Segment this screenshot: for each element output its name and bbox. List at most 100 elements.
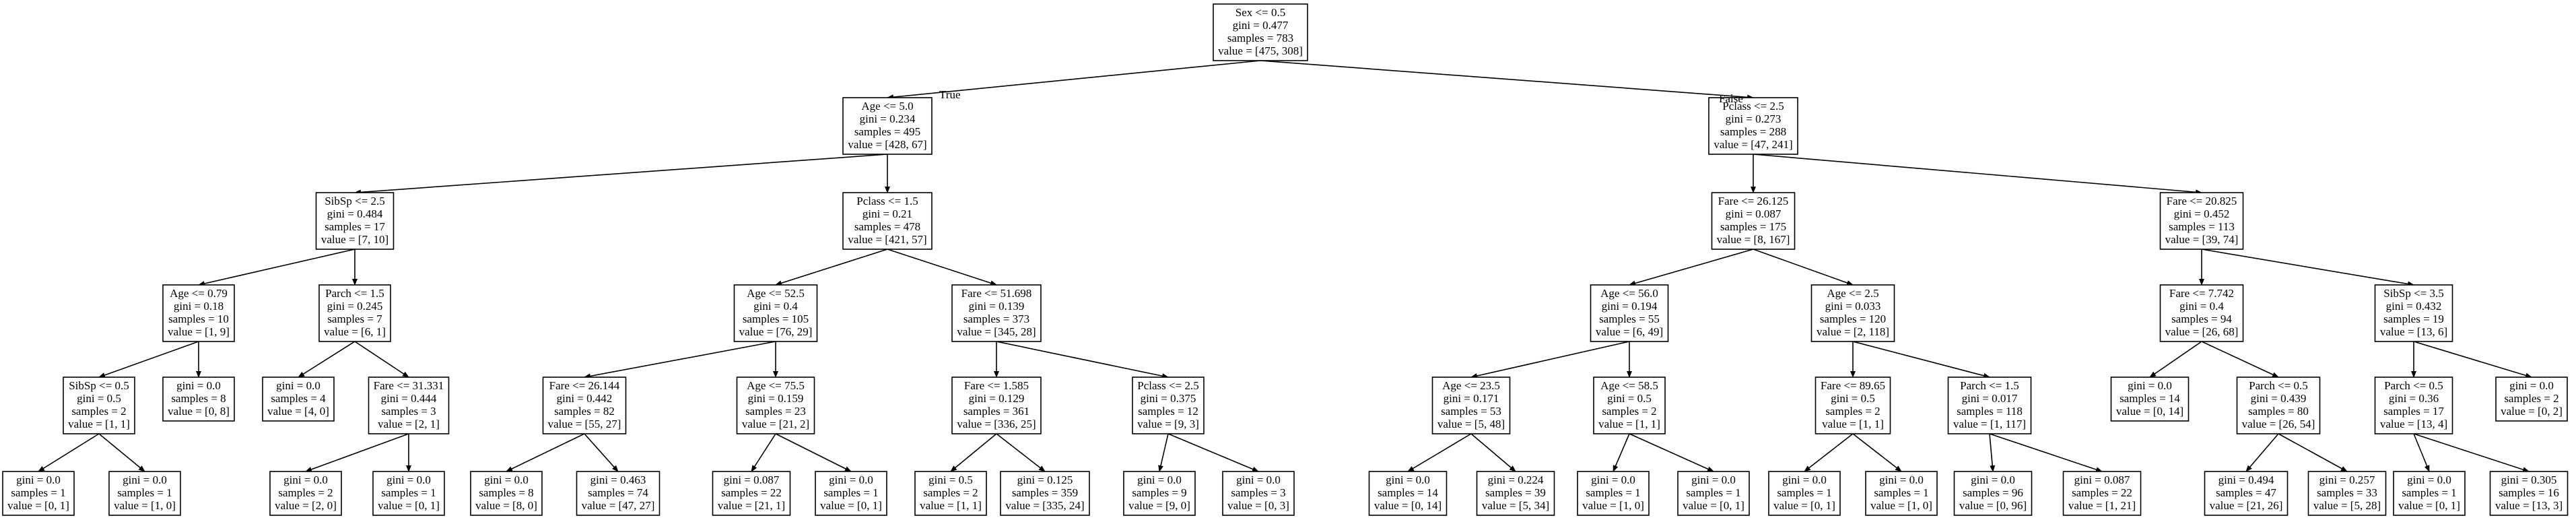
tree-node-line: samples = 105 [743, 313, 809, 325]
tree-edge [1989, 433, 2103, 472]
tree-node-line: value = [1, 0] [1582, 499, 1644, 512]
tree-edge [198, 249, 355, 286]
tree-node-box [2159, 284, 2244, 342]
tree-node-line: samples = 17 [325, 220, 385, 233]
tree-node-line: value = [6, 1] [324, 325, 386, 338]
tree-node-line: value = [0, 14] [1374, 499, 1442, 512]
tree-edge [1753, 154, 2202, 195]
tree-edge [305, 433, 409, 472]
tree-node-line: samples = 82 [554, 405, 615, 418]
tree-node-box [1213, 3, 1308, 61]
tree-node-line: value = [0, 1] [1683, 499, 1744, 512]
tree-node-line: value = [26, 54] [2242, 418, 2315, 430]
tree-node-line: gini = 0.0 [1137, 474, 1182, 486]
tree-node-box [1947, 377, 2032, 434]
tree-node-line: samples = 2 [1825, 405, 1880, 418]
tree-edge [1167, 433, 1259, 472]
tree-node-line: Age <= 75.5 [747, 379, 805, 392]
tree-node-box [842, 97, 933, 155]
tree-node-line: gini = 0.234 [860, 112, 916, 125]
tree-node-line: gini = 0.194 [1602, 300, 1658, 313]
tree-node-line: gini = 0.171 [1444, 392, 1499, 405]
tree-node-line: gini = 0.442 [557, 392, 613, 405]
tree-node-box [2159, 192, 2244, 250]
tree-edge [1629, 249, 1754, 286]
tree-node-line: Age <= 0.79 [170, 287, 228, 300]
tree-node-line: Fare <= 7.742 [2169, 287, 2234, 300]
tree-node-line: value = [9, 0] [1128, 499, 1190, 512]
tree-node-line: samples = 47 [2216, 486, 2276, 499]
tree-node-line: samples = 4 [271, 392, 326, 405]
tree-node-line: gini = 0.452 [2174, 207, 2230, 220]
tree-node-line: gini = 0.305 [2501, 474, 2557, 486]
tree-node-line: gini = 0.033 [1825, 300, 1881, 313]
tree-node-line: gini = 0.432 [2386, 300, 2442, 313]
tree-node-line: value = [336, 25] [957, 418, 1036, 430]
tree-edge [2201, 341, 2279, 378]
tree-node-line: value = [0, 14] [2116, 405, 2183, 418]
tree-edge [2413, 341, 2532, 379]
tree-node-box [372, 471, 445, 516]
tree-edge [1470, 341, 1630, 379]
tree-node-line: samples = 1 [1777, 486, 1831, 499]
tree-node-line: gini = 0.257 [2319, 474, 2375, 486]
tree-node-line: gini = 0.0 [2407, 474, 2451, 486]
tree-node-box [368, 377, 450, 434]
tree-node-line: gini = 0.0 [2128, 379, 2172, 392]
tree-node-line: gini = 0.273 [1726, 112, 1782, 125]
tree-node-line: gini = 0.0 [484, 474, 529, 486]
tree-edge [1260, 60, 1754, 100]
tree-node-line: samples = 120 [1820, 313, 1886, 325]
tree-node-line: value = [0, 1] [7, 499, 69, 512]
tree-node-line: gini = 0.017 [1962, 392, 2018, 405]
tree-node-line: samples = 3 [1231, 486, 1285, 499]
tree-node-line: samples = 8 [479, 486, 533, 499]
tree-node-line: samples = 1 [1686, 486, 1740, 499]
tree-edge [354, 341, 409, 378]
tree-node-box [2489, 471, 2569, 516]
tree-node-line: samples = 783 [1227, 32, 1293, 44]
tree-edge [996, 433, 1046, 472]
tree-node-line: samples = 288 [1720, 125, 1786, 138]
tree-node-line: samples = 22 [721, 486, 782, 499]
tree-node-line: Age <= 52.5 [747, 287, 805, 300]
tree-edge [584, 341, 776, 379]
tree-edge [2245, 433, 2279, 472]
tree-node-box [1368, 471, 1448, 516]
tree-node-line: samples = 14 [1378, 486, 1438, 499]
tree-node-line: gini = 0.0 [1691, 474, 1736, 486]
tree-node-box [269, 471, 342, 516]
tree-node-line: samples = 8 [171, 392, 226, 405]
tree-node-box [1815, 377, 1891, 434]
tree-node-box [712, 471, 791, 516]
tree-node-box [2374, 377, 2453, 434]
tree-node-box [2374, 284, 2453, 342]
tree-edge [887, 249, 997, 286]
tree-edge [98, 341, 199, 378]
tree-node-line: samples = 1 [823, 486, 878, 499]
tree-edge [2149, 341, 2202, 378]
tree-node-box [1476, 471, 1555, 516]
tree-node-box [914, 471, 987, 516]
tree-edge [584, 433, 619, 472]
tree-node-line: samples = 16 [2499, 486, 2559, 499]
tree-node-line: samples = 23 [745, 405, 806, 418]
tree-edge [1470, 433, 1516, 472]
tree-node-line: samples = 1 [2402, 486, 2456, 499]
tree-node-line: gini = 0.375 [1141, 392, 1196, 405]
tree-node-line: value = [5, 34] [1482, 499, 1549, 512]
tree-node-line: gini = 0.0 [1971, 474, 2015, 486]
